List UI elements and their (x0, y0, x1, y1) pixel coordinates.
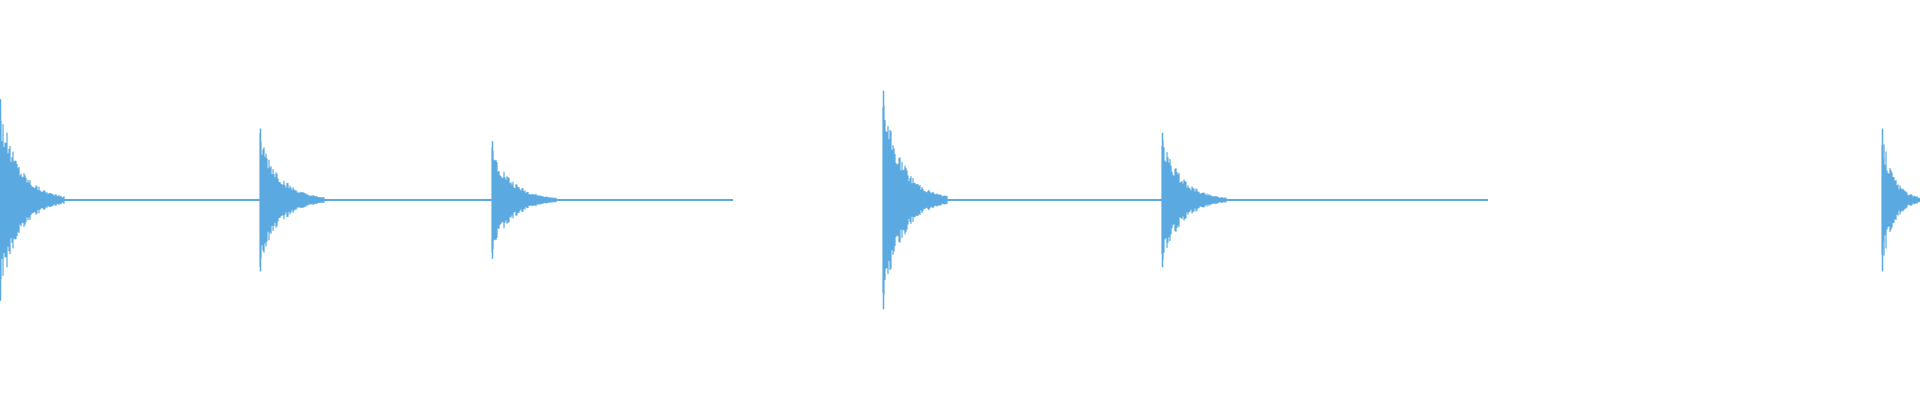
waveform-hit-2 (259, 133, 325, 267)
waveform-hit-5 (1161, 140, 1227, 260)
waveform-hit-3 (491, 147, 557, 253)
waveform-hit-1 (0, 120, 65, 280)
waveform-hit-6 (1881, 144, 1920, 256)
waveform-hit-4 (882, 105, 948, 295)
